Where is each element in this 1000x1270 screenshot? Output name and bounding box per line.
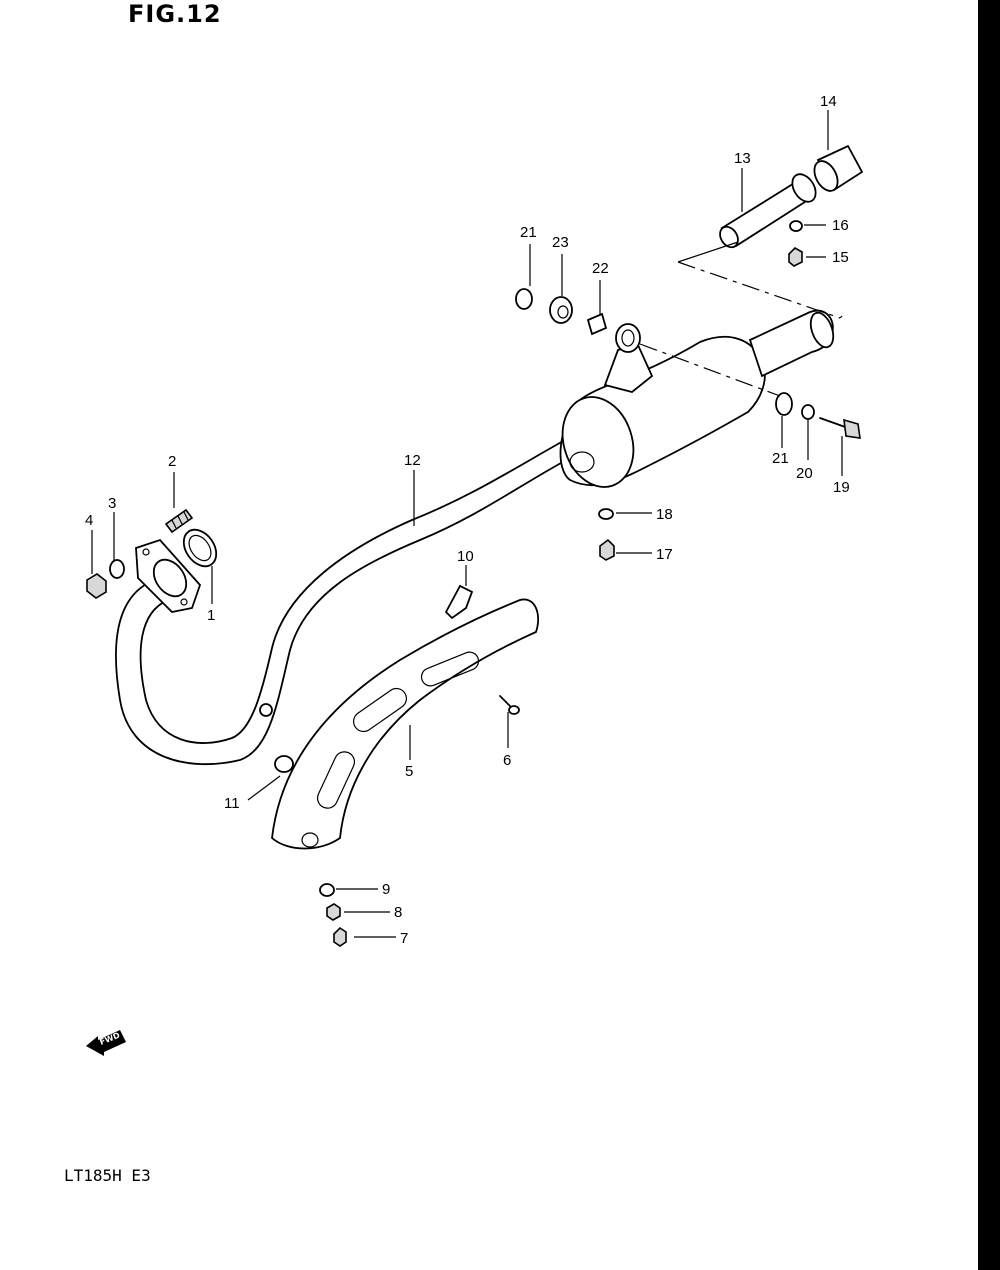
callout-16: 16 (832, 217, 849, 234)
mount-bolt (819, 417, 861, 439)
hex-nut (86, 573, 107, 599)
exhaust-flange (135, 538, 202, 613)
callout-8: 8 (394, 904, 402, 921)
callout-2: 2 (168, 453, 176, 470)
callout-labels: 1 2 3 4 5 6 7 8 9 10 11 12 13 14 15 16 1… (85, 93, 850, 947)
washer-21-upper (515, 288, 533, 310)
washer-21-lower (775, 392, 793, 416)
callout-15: 15 (832, 249, 849, 266)
pipe-clip (259, 703, 273, 717)
callout-22: 22 (592, 260, 609, 277)
callout-23: 23 (552, 234, 569, 251)
callout-5: 5 (405, 763, 413, 780)
heat-shield (271, 598, 540, 850)
drain-bolt-17 (599, 538, 615, 561)
shield-bracket (444, 584, 474, 620)
stud-bolt (164, 508, 194, 534)
leader-lines (91, 110, 843, 938)
gasket (182, 528, 218, 568)
collar-22 (586, 312, 608, 336)
nut-8 (326, 903, 341, 921)
callout-18: 18 (656, 506, 673, 523)
shield-screw (499, 695, 520, 715)
tailpipe-cap (813, 144, 864, 192)
callout-3: 3 (108, 495, 116, 512)
callout-21-upper: 21 (520, 224, 537, 241)
spark-arrester-pipe (719, 173, 817, 249)
callout-4: 4 (85, 512, 93, 529)
rubber-grommet-23 (549, 296, 573, 324)
model-code: LT185H E3 (64, 1166, 151, 1185)
washer-18 (598, 508, 614, 520)
callout-13: 13 (734, 150, 751, 167)
callout-14: 14 (820, 93, 837, 110)
callout-11: 11 (224, 795, 240, 812)
page-edge-bar (978, 0, 1000, 1270)
callout-19: 19 (833, 479, 850, 496)
bolt-15 (788, 247, 803, 267)
callout-6: 6 (503, 752, 511, 769)
callout-12: 12 (404, 452, 421, 469)
callout-17: 17 (656, 546, 673, 563)
muffler (559, 309, 835, 488)
callout-9: 9 (382, 881, 390, 898)
callout-7: 7 (400, 930, 408, 947)
alignment-lines (639, 241, 843, 397)
lock-washer (109, 559, 125, 579)
callout-21-lower: 21 (772, 450, 789, 467)
callout-10: 10 (457, 548, 474, 565)
figure-title: FIG.12 (128, 0, 222, 28)
bolt-7 (333, 926, 347, 947)
callout-1: 1 (207, 607, 215, 624)
callout-20: 20 (796, 465, 813, 482)
washer-9 (319, 883, 335, 897)
fwd-arrow-icon: FWD (86, 1030, 126, 1056)
lock-washer-20 (801, 404, 815, 420)
washer-16 (789, 220, 803, 232)
grommet (274, 755, 294, 773)
